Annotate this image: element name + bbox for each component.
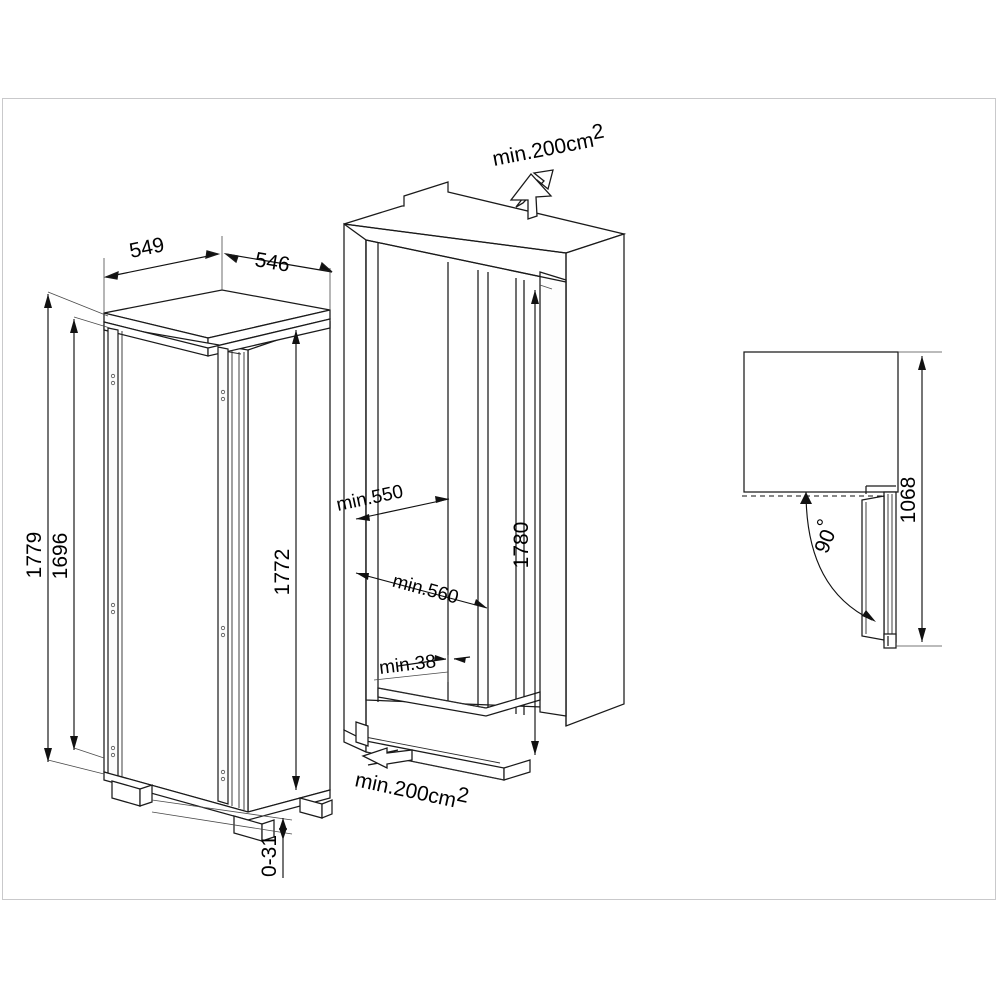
angle-value: 90 [810,526,840,556]
vent-top-label: min.200cm2 [489,120,607,171]
dimension-549-label: 549 [127,233,166,263]
vent-arrow-top-shape [509,172,553,220]
dimension-1780-label: 1780 [510,522,533,569]
door-leaf-open [861,491,897,649]
dimension-546-label: 546 [253,248,291,277]
appliance-hinge-rail-left [107,327,119,782]
appliance-base [103,771,333,842]
cabinet-view: min.200cm2 min.200cm2 min.550 [335,120,627,812]
vent-top-text: min.200cm [491,129,596,171]
appliance-hinge-rail-right [217,346,229,805]
dimension-549: 549 [103,233,221,280]
dimension-1696: 1696 [49,319,78,750]
vent-bottom-sup: 2 [455,783,471,808]
dimension-1068: 1068 [896,351,942,647]
door-swing-view: 90° 1068 [742,351,942,649]
dimension-1779-label: 1779 [23,532,46,579]
vent-arrow-bottom-shape [361,747,413,770]
dimension-1696-label: 1696 [49,533,72,580]
dimension-0-31: 0-31 [151,799,293,878]
cabinet-bottom-shelf [377,687,541,717]
vent-top-sup: 2 [590,120,606,145]
dimension-1772-label: 1772 [271,549,294,596]
dimension-1779: 1779 [23,294,52,762]
dimension-1068-label: 1068 [897,477,920,524]
appliance-body [103,318,331,813]
vent-bottom-text: min.200cm [353,768,458,812]
dimension-0-31-label: 0-31 [258,835,281,877]
dimension-1772: 1772 [271,330,300,790]
dimension-546: 546 [223,248,333,277]
dimension-1780: 1780 [510,284,553,755]
appliance-view: 549 546 1779 [23,233,333,878]
